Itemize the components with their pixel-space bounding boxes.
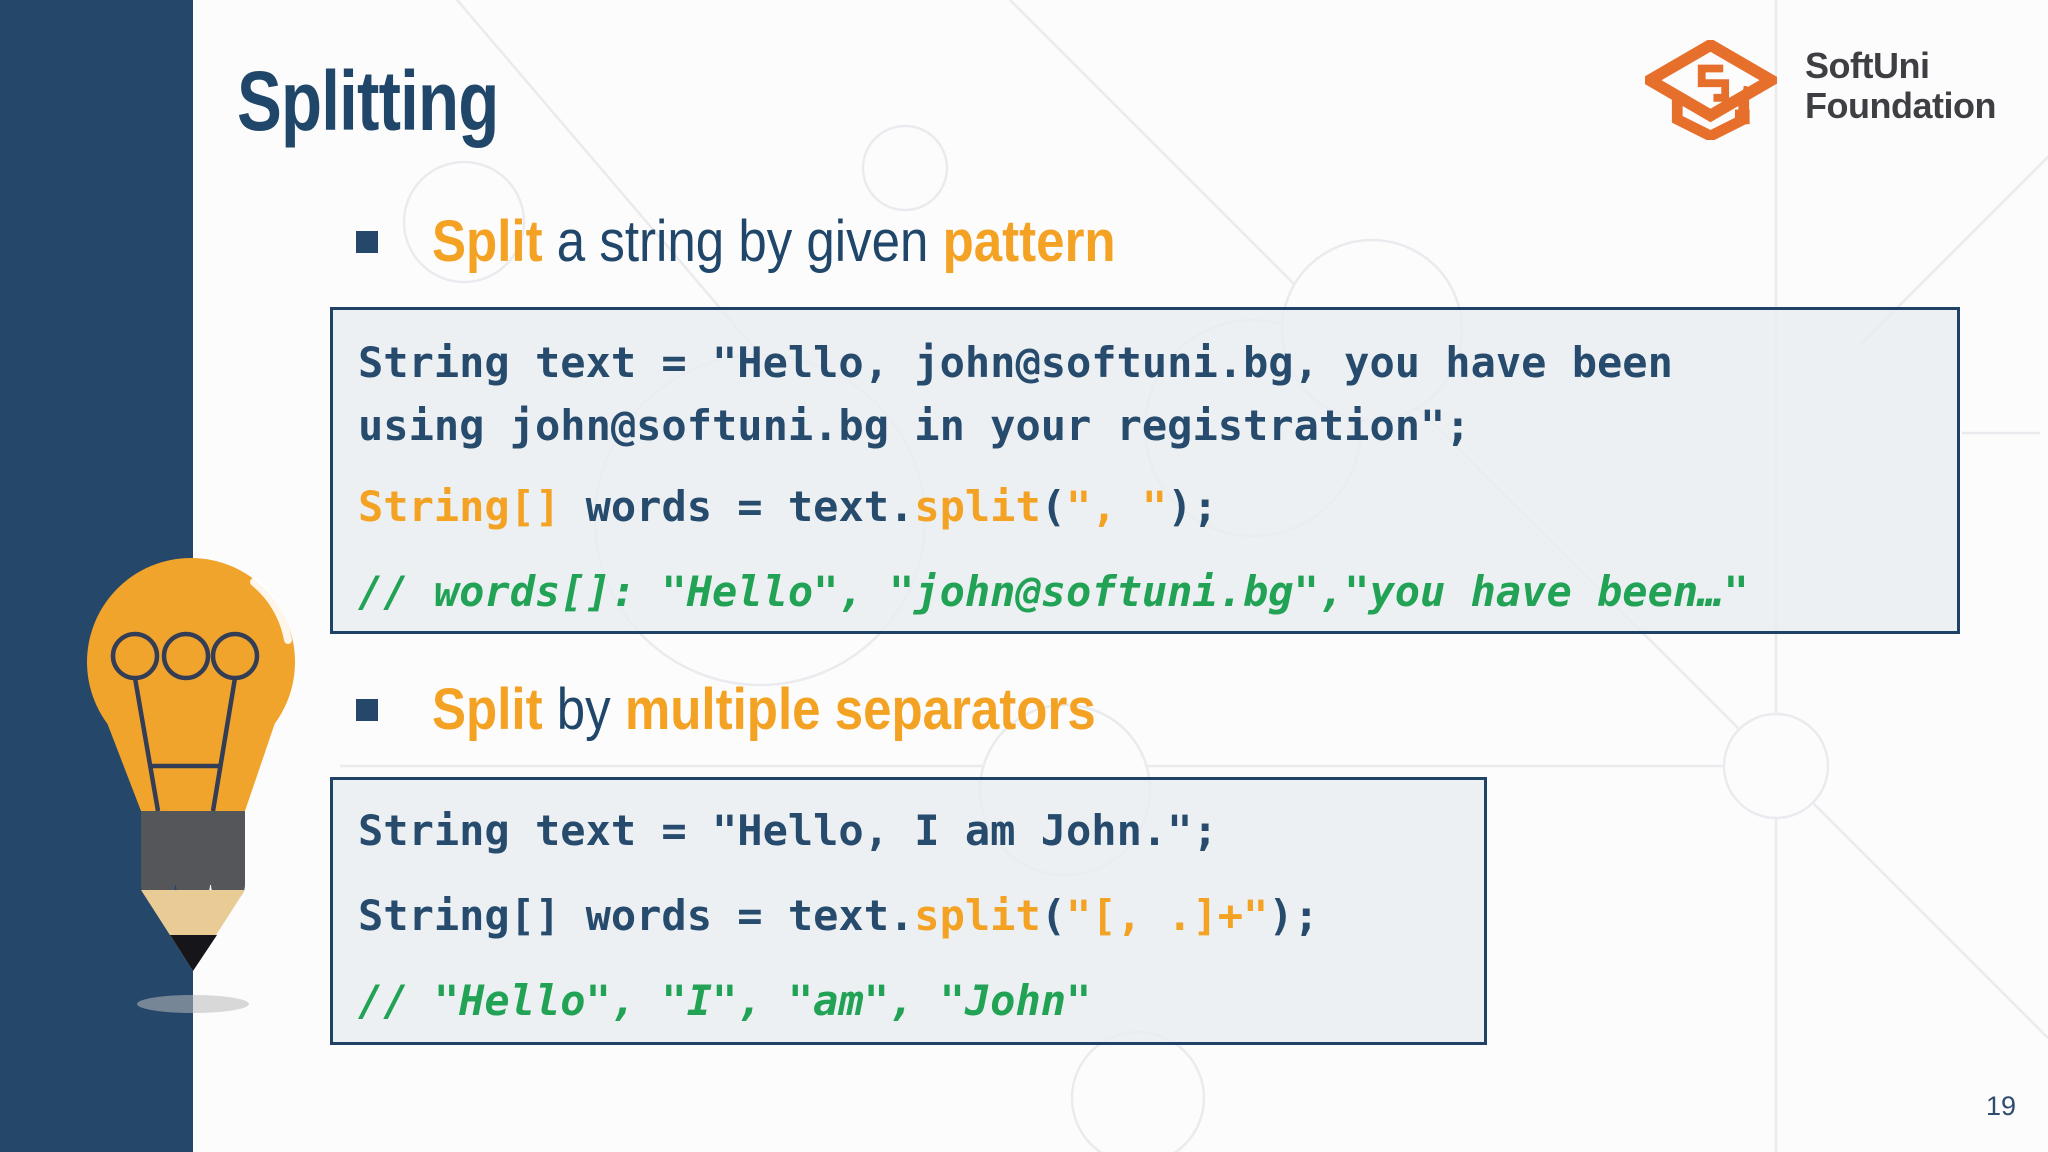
code-token: words = text. bbox=[560, 482, 915, 531]
code-token: ( bbox=[1040, 891, 1067, 940]
bullet1-accent1: Split bbox=[432, 209, 543, 274]
bullet-square-icon bbox=[356, 231, 378, 253]
bullet1-middle: a string by given bbox=[542, 209, 943, 274]
code-block-split-pattern: String text = "Hello, john@softuni.bg, y… bbox=[330, 307, 1960, 634]
code-comment: // "Hello", "I", "am", "John" bbox=[358, 976, 1092, 1025]
code-line: using john@softuni.bg in your registrati… bbox=[358, 401, 1471, 450]
bullet2-accent2: multiple separators bbox=[624, 677, 1096, 742]
code-token: ); bbox=[1268, 891, 1319, 940]
bullet-row-2: Split by multiple separators bbox=[0, 674, 2048, 746]
code-line: String[] words = text.split("[, .]+"); bbox=[358, 887, 1484, 945]
page-number: 19 bbox=[1985, 1091, 2016, 1121]
code-token: String[] bbox=[358, 482, 561, 531]
bullet1-text: Split a string by given pattern bbox=[432, 206, 1116, 278]
code-block-multiple-separators: String text = "Hello, I am John."; Strin… bbox=[330, 777, 1487, 1045]
bullet2-middle: by bbox=[542, 677, 625, 742]
bullet1-accent2: pattern bbox=[942, 209, 1116, 274]
softuni-foundation-logo: SoftUni Foundation bbox=[1645, 40, 1996, 140]
bullet2-accent1: Split bbox=[432, 677, 543, 742]
code-token: split bbox=[914, 891, 1041, 940]
logo-text: SoftUni Foundation bbox=[1805, 46, 1996, 126]
code-line: String[] words = text.split(", "); bbox=[358, 478, 1957, 536]
graduation-cap-icon bbox=[1645, 40, 1777, 140]
code-token: ", " bbox=[1066, 482, 1168, 531]
code-token: String[] words = text. bbox=[358, 891, 915, 940]
logo-org-line2: Foundation bbox=[1805, 85, 1996, 126]
logo-org-line1: SoftUni bbox=[1805, 45, 1930, 86]
bullet-row-1: Split a string by given pattern bbox=[0, 206, 2048, 278]
code-token: ); bbox=[1167, 482, 1218, 531]
code-token: split bbox=[914, 482, 1041, 531]
slide-title: Splitting bbox=[237, 54, 499, 148]
bullet-square-icon bbox=[356, 699, 378, 721]
code-token: ( bbox=[1040, 482, 1067, 531]
lightbulb-pencil-illustration bbox=[87, 558, 295, 1013]
code-token: "[, .]+" bbox=[1066, 891, 1269, 940]
code-line: String text = "Hello, I am John."; bbox=[358, 806, 1218, 855]
code-comment: // words[]: "Hello", "john@softuni.bg","… bbox=[358, 567, 1749, 616]
bullet2-text: Split by multiple separators bbox=[432, 674, 1096, 746]
code-line: String text = "Hello, john@softuni.bg, y… bbox=[358, 338, 1673, 387]
